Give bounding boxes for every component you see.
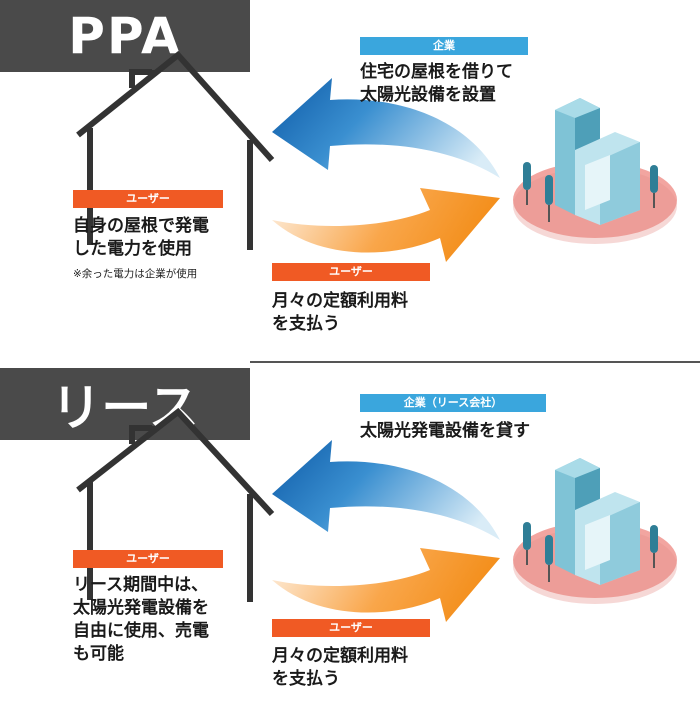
lease-section: リース: [0, 362, 700, 722]
blue-arrow-icon: [272, 78, 500, 178]
orange-arrow-icon: [272, 188, 500, 262]
lease-title: リース: [0, 368, 250, 440]
building-icon: [513, 98, 677, 244]
house-icon: [76, 407, 275, 602]
house-icon: [76, 50, 275, 250]
user-tag: ユーザー: [73, 190, 223, 208]
user-text: 自身の屋根で発電 した電力を使用: [73, 216, 209, 259]
user-text: リース期間中は、 太陽光発電設備を 自由に使用、売電 も可能: [73, 575, 209, 664]
lease-diagram: [76, 407, 677, 622]
company-tag: 企業（リース会社）: [360, 394, 546, 412]
payment-text: 月々の定額利用料 を支払う: [272, 646, 408, 689]
blue-arrow-icon: [272, 440, 500, 540]
orange-arrow-icon: [272, 548, 500, 622]
ppa-section: PPA: [0, 0, 700, 360]
building-icon: [513, 458, 677, 604]
user-note: ※余った電力は企業が使用: [73, 268, 198, 280]
ppa-diagram: [76, 50, 677, 262]
ppa-title: PPA: [0, 0, 250, 72]
payment-text: 月々の定額利用料 を支払う: [272, 291, 408, 334]
company-text: 住宅の屋根を借りて 太陽光設備を設置: [360, 62, 513, 105]
payment-tag: ユーザー: [272, 619, 430, 637]
section-divider: [250, 361, 700, 363]
user-tag: ユーザー: [73, 550, 223, 568]
company-text: 太陽光発電設備を貸す: [360, 421, 530, 441]
company-tag: 企業: [360, 37, 528, 55]
payment-tag: ユーザー: [272, 263, 430, 281]
